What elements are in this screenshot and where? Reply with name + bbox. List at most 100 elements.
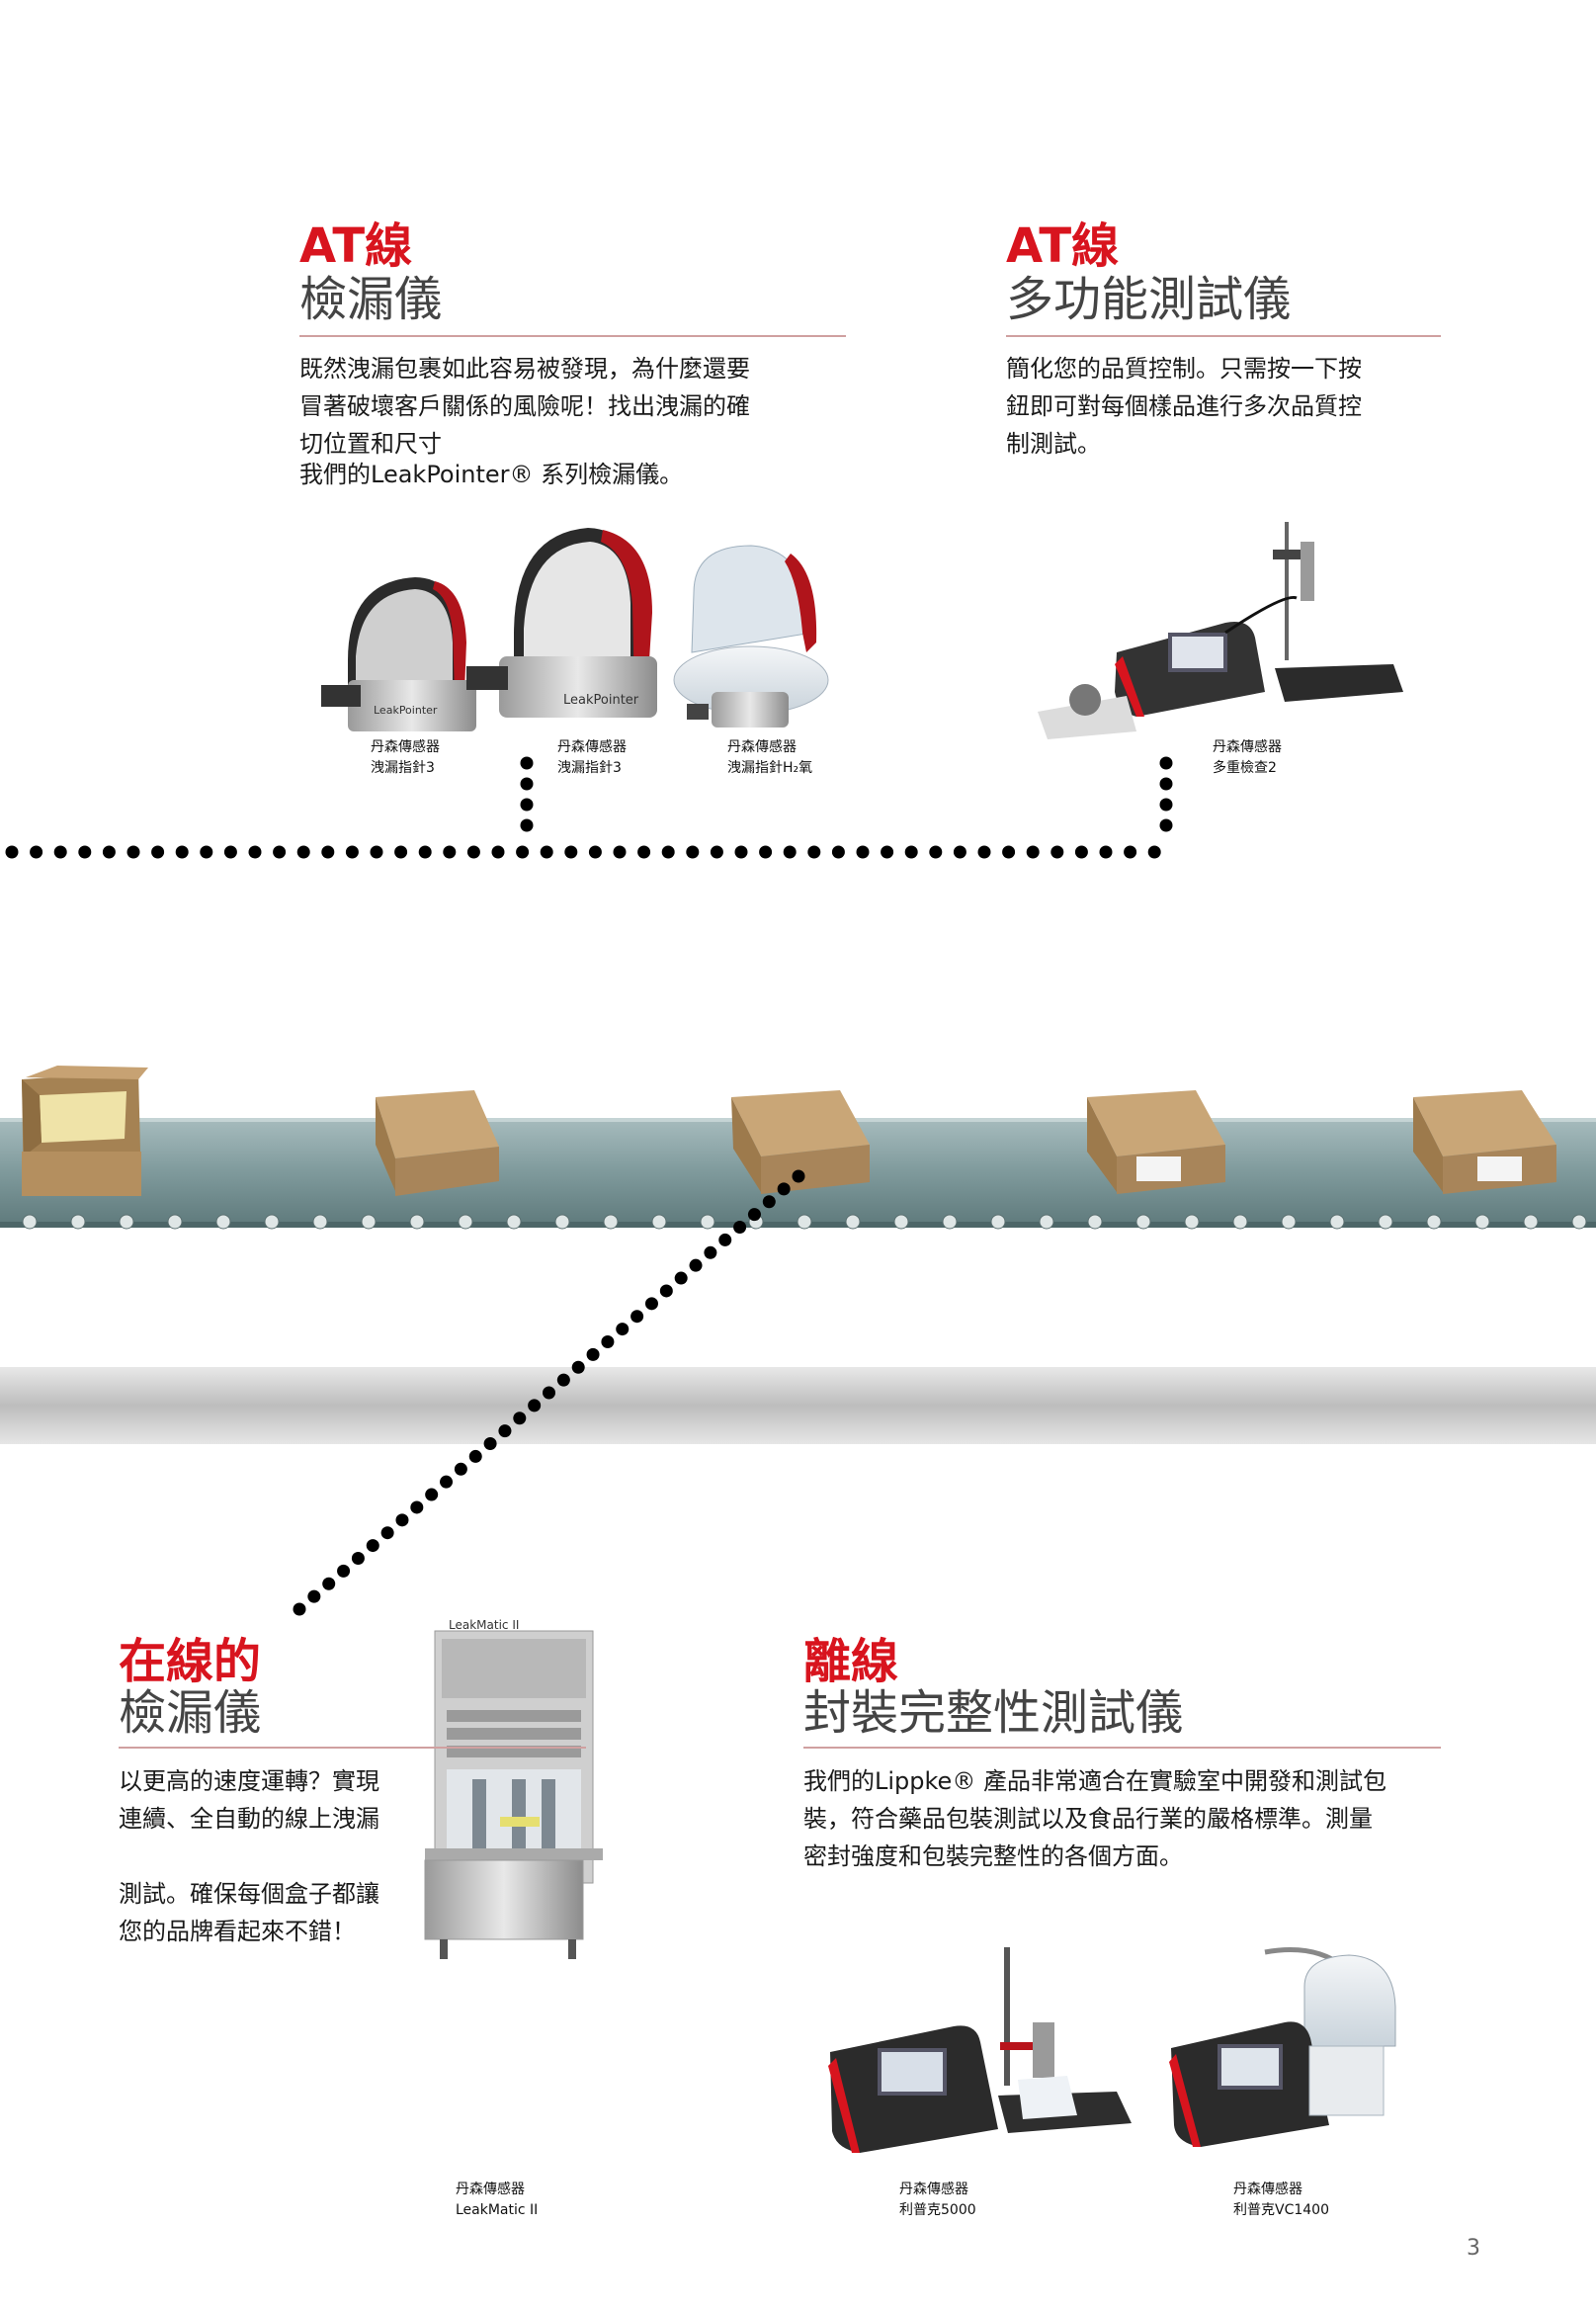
conveyor-roller <box>797 1214 812 1230</box>
path-dot <box>520 777 534 791</box>
path-dot <box>410 1500 424 1514</box>
path-dot <box>762 1195 776 1209</box>
path-dot <box>747 1208 761 1222</box>
conveyor-roller <box>1523 1214 1539 1230</box>
path-dot <box>616 1323 630 1336</box>
path-dot <box>380 1526 394 1540</box>
path-dot <box>733 1221 747 1235</box>
path-dot <box>881 845 894 859</box>
conveyor-roller <box>1474 1214 1490 1230</box>
path-dot <box>686 845 700 859</box>
path-dot <box>321 845 335 859</box>
conveyor-roller <box>215 1214 231 1230</box>
path-dot <box>126 845 140 859</box>
path-dot <box>792 1169 805 1183</box>
caption-multicheck: 丹森傳感器 多重檢查2 <box>1213 737 1282 779</box>
path-dot <box>1159 818 1173 832</box>
inline-title-red: 在線的 <box>119 1634 262 1689</box>
conveyor-roller <box>1426 1214 1442 1230</box>
path-dot <box>200 845 213 859</box>
conveyor-roller <box>990 1214 1006 1230</box>
conveyor-roller <box>1329 1214 1345 1230</box>
at-multi-title-red: AT線 <box>1006 218 1120 274</box>
device-leakpointer-1: LeakPointer <box>321 577 476 731</box>
path-dot <box>273 845 287 859</box>
path-dot <box>543 1386 555 1400</box>
path-dot <box>556 1373 570 1387</box>
caption-brand: 丹森傳感器 <box>456 2182 525 2197</box>
path-dot <box>498 1424 512 1438</box>
conveyor-roller <box>1378 1214 1393 1230</box>
path-dot <box>5 845 19 859</box>
conveyor-roller <box>651 1214 667 1230</box>
caption-leakmatic: 丹森傳感器 LeakMatic II <box>456 2180 538 2221</box>
conveyor-roller <box>22 1214 38 1230</box>
device-lippke-vc1400 <box>1169 1947 1396 2147</box>
caption-model: 利普克VC1400 <box>1233 2202 1329 2218</box>
path-dot <box>564 845 578 859</box>
path-dot <box>293 1602 306 1616</box>
offline-divider <box>803 1747 1441 1749</box>
path-dot <box>1050 845 1064 859</box>
path-dot <box>78 845 92 859</box>
conveyor-roller <box>1087 1214 1103 1230</box>
path-dot <box>151 845 165 859</box>
path-dot <box>1074 845 1088 859</box>
path-dot <box>491 845 505 859</box>
conveyor-roller <box>312 1214 328 1230</box>
caption-leakpointer-2: 丹森傳感器 洩漏指針3 <box>557 737 627 779</box>
conveyor-roller <box>1039 1214 1054 1230</box>
path-dot <box>30 845 43 859</box>
device-lippke-5000 <box>828 1947 1132 2153</box>
path-dot <box>528 1399 542 1413</box>
caption-model: 洩漏指針3 <box>371 760 435 776</box>
path-dot <box>1124 845 1137 859</box>
conveyor-roller <box>361 1214 377 1230</box>
path-dot <box>710 845 723 859</box>
path-dot <box>613 845 627 859</box>
path-dot <box>337 1564 351 1578</box>
conveyor-roller <box>70 1214 86 1230</box>
box-closed-2 <box>731 1090 870 1194</box>
leakmatic-device-label: LeakMatic II <box>449 1618 519 1632</box>
path-dot <box>468 1449 482 1463</box>
conveyor-boxes <box>22 1066 1556 1196</box>
caption-model: 多重檢查2 <box>1213 760 1277 776</box>
path-dot <box>1159 798 1173 812</box>
caption-leakpointer-1: 丹森傳感器 洩漏指針3 <box>371 737 440 779</box>
at-multi-divider <box>1006 335 1441 337</box>
path-dot <box>831 845 845 859</box>
path-dot <box>223 845 237 859</box>
conveyor-roller <box>409 1214 425 1230</box>
caption-model: 洩漏指針3 <box>557 760 622 776</box>
path-dot <box>513 1412 527 1425</box>
caption-leakpointer-h2: 丹森傳感器 洩漏指針H₂氧 <box>727 737 812 779</box>
path-dot <box>637 845 651 859</box>
path-dot <box>296 845 310 859</box>
path-dot <box>351 1551 365 1565</box>
path-dot <box>1147 845 1161 859</box>
caption-model: 洩漏指針H₂氧 <box>727 760 813 776</box>
path-dot <box>322 1577 336 1590</box>
conveyor-roller <box>603 1214 619 1230</box>
path-dot <box>248 845 262 859</box>
conveyor-roller <box>458 1214 473 1230</box>
conveyor-roller <box>1184 1214 1200 1230</box>
conveyor-roller <box>700 1214 715 1230</box>
path-dot <box>659 1284 673 1298</box>
path-dot <box>783 845 797 859</box>
path-dot <box>807 845 821 859</box>
device-leakpointer-h2 <box>673 545 829 728</box>
path-dot <box>345 845 359 859</box>
path-dot <box>520 756 534 770</box>
leakpointer-device-label: LeakPointer <box>563 693 639 708</box>
device-leakmatic: LeakMatic II <box>424 1618 603 1959</box>
path-dot <box>977 845 991 859</box>
path-dot <box>586 1347 600 1361</box>
path-dot <box>418 845 432 859</box>
path-dot <box>520 818 534 832</box>
device-leakpointer-2: LeakPointer <box>466 528 657 718</box>
path-dot <box>307 1589 321 1603</box>
path-dot <box>395 1513 409 1527</box>
caption-brand: 丹森傳感器 <box>557 739 627 755</box>
